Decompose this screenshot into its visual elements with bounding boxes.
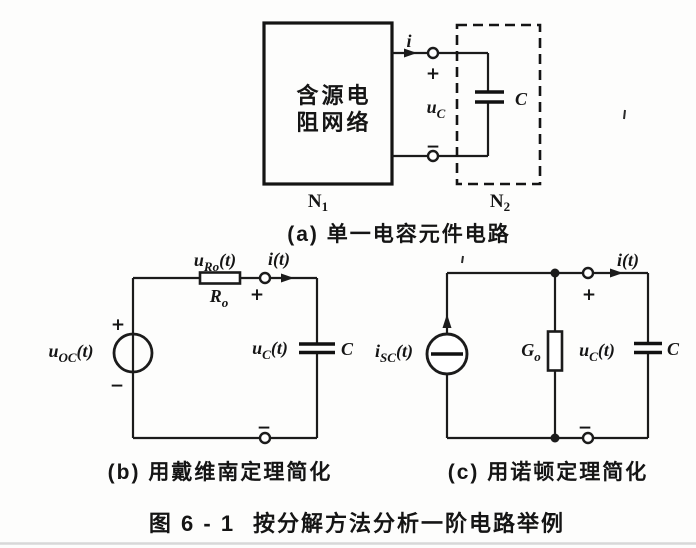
diagram-a: 含源电 阻网络 i + − uC C N1 N2 (a) 单一电容元件电路: [262, 21, 626, 246]
current-label-b: i(t): [268, 249, 290, 270]
isc-label: iSC(t): [375, 341, 413, 365]
scan-artifact: [461, 255, 464, 264]
caption-c: (c) 用诺顿定理简化: [448, 460, 649, 484]
junction-dot-top-icon: [550, 268, 560, 278]
network-box-label-line2: 阻网络: [296, 110, 371, 135]
uro-label: uRo(t): [194, 250, 236, 274]
source-plus-b: +: [111, 315, 125, 335]
caption-a: (a) 单一电容元件电路: [287, 222, 511, 246]
current-label-c: i(t): [617, 250, 639, 271]
polarity-plus-c: +: [582, 285, 596, 305]
current-label-a: i: [406, 31, 411, 51]
terminal-c-top-icon: [581, 266, 595, 280]
junction-dot-bottom-icon: [550, 433, 560, 443]
active-network-box: [262, 21, 394, 186]
terminal-a-bottom-icon: [426, 149, 440, 163]
uc-label-b: uC(t): [252, 338, 288, 362]
terminal-c-bottom-icon: [581, 431, 595, 445]
polarity-minus-b: −: [257, 418, 271, 438]
conductance-go-icon: [546, 330, 564, 372]
go-label: Go: [521, 340, 541, 364]
current-arrow-a-icon: [404, 48, 417, 58]
source-minus-b: −: [110, 376, 124, 396]
uoc-label: uOC(t): [48, 341, 93, 365]
voltage-source-b-icon: [112, 332, 154, 374]
n2-label: N2: [490, 191, 510, 214]
source-arrow-up-icon: [442, 314, 452, 328]
resistor-ro-icon: [198, 271, 242, 285]
diagram-c: iSC(t) Go + − i(t) uC(t) C (c) 用诺顿定理简化: [375, 250, 680, 484]
diagram-b: + − uOC(t) uRo(t) Ro + − i(t) uC(t) C (b…: [48, 249, 354, 484]
uc-label-a: uC: [427, 97, 446, 121]
terminal-a-top-icon: [426, 46, 440, 60]
figure-caption: 按分解方法分析一阶电路举例: [253, 511, 565, 536]
capacitor-b-label: C: [341, 339, 354, 359]
terminal-b-top-icon: [258, 271, 272, 285]
current-arrow-c-icon: [610, 268, 623, 278]
n1-label: N1: [308, 191, 328, 214]
scan-artifact: [623, 109, 626, 120]
terminal-b-bottom-icon: [258, 431, 272, 445]
capacitor-c-label: C: [667, 339, 680, 359]
network-box-label-line1: 含源电: [296, 83, 371, 108]
figure-caption-row: 图 6 - 1 按分解方法分析一阶电路举例: [149, 511, 565, 536]
uc-label-c: uC(t): [579, 340, 615, 364]
capacitor-a-label: C: [515, 89, 528, 109]
polarity-plus-b: +: [250, 285, 264, 305]
current-arrow-b-icon: [281, 273, 294, 283]
polarity-minus-c: −: [578, 418, 592, 438]
caption-b: (b) 用戴维南定理简化: [108, 460, 333, 484]
ro-label: Ro: [209, 286, 229, 310]
polarity-plus-a: +: [426, 64, 440, 84]
figure-number: 图 6 - 1: [149, 511, 235, 536]
n2-dashed-box: [455, 23, 542, 186]
polarity-minus-a: −: [426, 137, 440, 157]
